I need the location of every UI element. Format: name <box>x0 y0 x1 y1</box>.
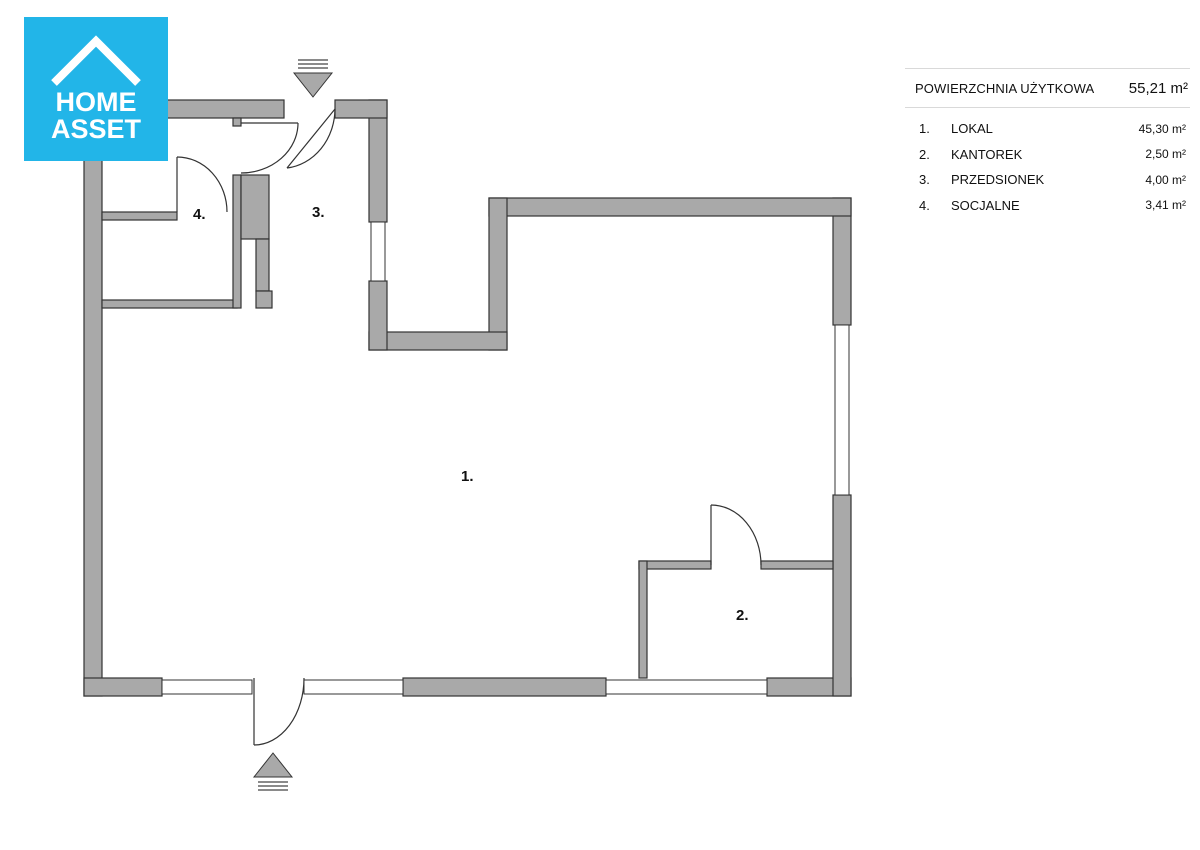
vestibule-door-arc <box>286 108 336 169</box>
vestibule-door <box>286 108 336 169</box>
room-label-1: 1. <box>461 468 474 485</box>
entrance-arrow-top <box>292 59 334 98</box>
room-number: 2. <box>919 146 930 162</box>
room-name: SOCJALNE <box>951 197 1020 213</box>
room-label-3: 3. <box>312 204 325 221</box>
room-name: LOKAL <box>951 121 993 137</box>
list-item: 1. LOKAL 45,30 m² <box>905 116 1190 142</box>
wall <box>488 197 852 217</box>
wall <box>83 677 163 697</box>
window <box>834 324 850 496</box>
wall <box>368 280 388 351</box>
room-area: 2,50 m² <box>1145 147 1186 162</box>
window <box>370 221 386 282</box>
wall <box>255 290 273 309</box>
room-area: 45,30 m² <box>1138 121 1186 136</box>
wall <box>760 560 834 570</box>
list-item: 4. SOCJALNE 3,41 m² <box>905 193 1190 219</box>
wall <box>101 211 178 221</box>
home-asset-logo: HOME ASSET <box>24 17 168 161</box>
wall <box>638 560 648 679</box>
window <box>161 679 253 695</box>
wall <box>368 331 508 351</box>
wall <box>832 494 852 697</box>
wall <box>402 677 607 697</box>
room-label-4: 4. <box>193 206 206 223</box>
kantorek-door-arc <box>710 504 762 566</box>
entrance-door-arc <box>253 677 305 746</box>
wall <box>240 174 270 240</box>
logo-line-1: HOME <box>55 87 137 117</box>
wall <box>232 174 242 309</box>
logo-line-2: ASSET <box>50 114 142 144</box>
wall <box>488 197 508 351</box>
wall <box>232 117 242 127</box>
window <box>303 679 404 695</box>
room-name: KANTOREK <box>951 146 1023 162</box>
legend-summary: POWIERZCHNIA UŻYTKOWA 55,21 m² <box>905 68 1190 108</box>
room-area: 3,41 m² <box>1145 198 1186 213</box>
room-list: 1. LOKAL 45,30 m² 2. KANTOREK 2,50 m² 3.… <box>905 116 1190 218</box>
room-number: 3. <box>919 172 930 188</box>
wall <box>832 197 852 326</box>
room-area: 4,00 m² <box>1145 172 1186 187</box>
wall <box>83 99 103 697</box>
summary-value: 55,21 m² <box>1128 79 1188 97</box>
area-legend: POWIERZCHNIA UŻYTKOWA 55,21 m² 1. LOKAL … <box>905 68 1190 218</box>
wall <box>101 299 238 309</box>
window <box>605 679 768 695</box>
house-roof-icon <box>51 35 141 86</box>
wall <box>638 560 712 570</box>
room-number: 4. <box>919 197 930 213</box>
room-name: PRZEDSIONEK <box>951 172 1045 188</box>
list-item: 2. KANTOREK 2,50 m² <box>905 142 1190 168</box>
list-item: 3. PRZEDSIONEK 4,00 m² <box>905 167 1190 193</box>
summary-title: POWIERZCHNIA UŻYTKOWA <box>915 80 1095 96</box>
socjalne-door-arc <box>176 156 228 213</box>
wall <box>255 238 270 292</box>
room-label-2: 2. <box>736 607 749 624</box>
wall <box>334 99 388 119</box>
inner-door-arc <box>240 122 299 174</box>
entrance-arrow-bottom <box>252 752 294 791</box>
room-number: 1. <box>919 121 930 137</box>
